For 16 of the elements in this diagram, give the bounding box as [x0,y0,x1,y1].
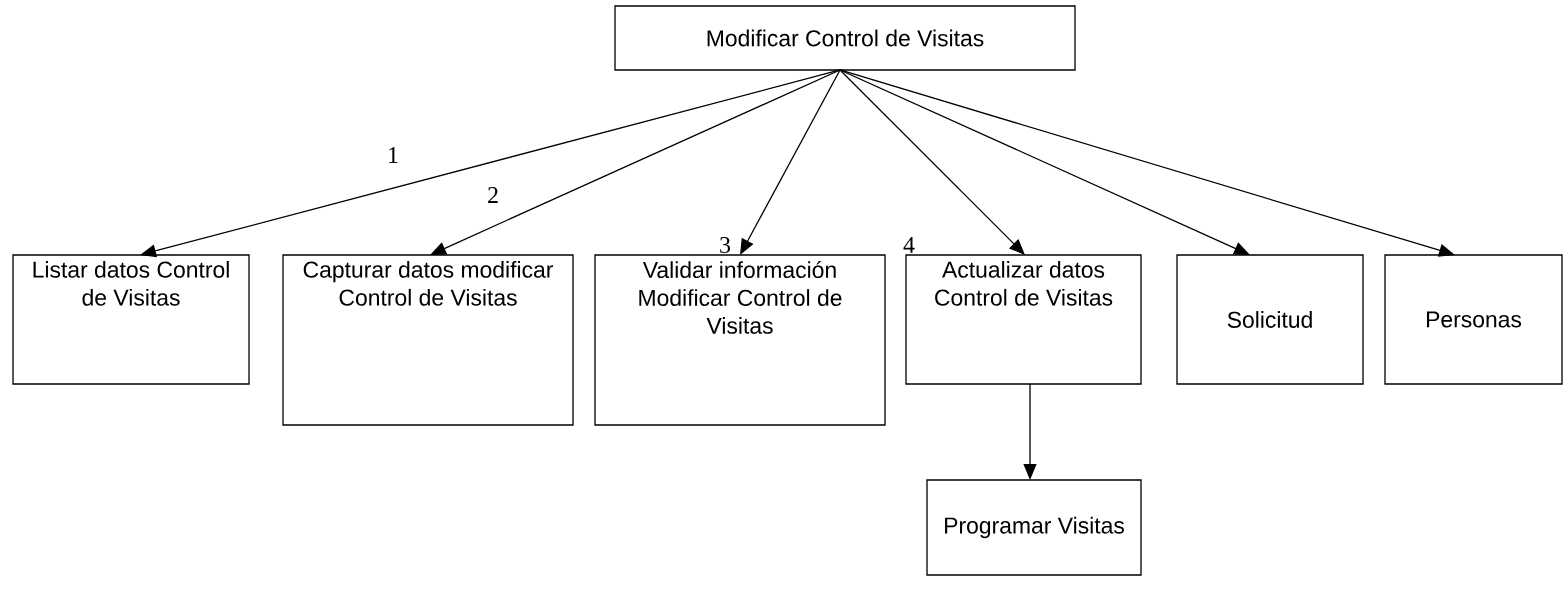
process-box: Actualizar datos Control de Visitas [905,254,1142,385]
arrow [430,69,841,255]
process-box: Programar Visitas [926,479,1142,576]
process-box: Validar información Modificar Control de Visitas [594,254,886,426]
process-box: Personas [1384,254,1563,385]
arrow [839,69,1025,255]
step-number: 3 [720,236,731,253]
process-box: Capturar datos modificar Control de Visitas [282,254,574,426]
process-box: Solicitud [1176,254,1364,385]
arrow [839,69,1250,255]
arrow [740,69,841,255]
process-box: Listar datos Control de Visitas [12,254,250,385]
step-number: 4 [903,237,915,253]
process-box: Modificar Control de Visitas [614,5,1076,71]
step-number: 2 [488,187,498,203]
step-number: 1 [389,147,398,163]
